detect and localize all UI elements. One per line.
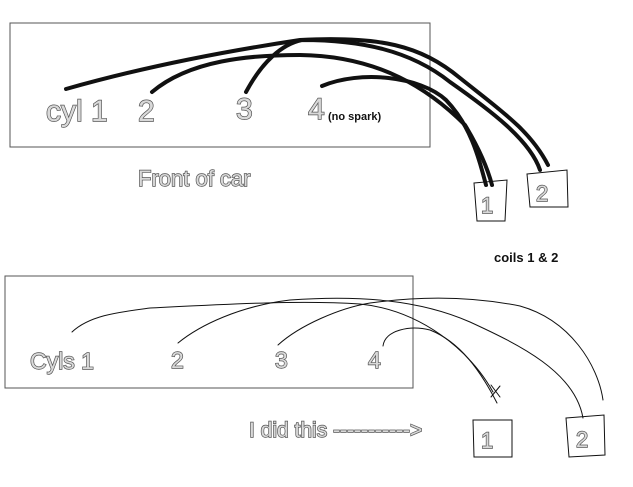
top-cyl3-label: 3 — [236, 93, 253, 126]
bottom-wire-cyl2 — [177, 297, 584, 419]
top-diagram: cyl 1 2 3 4 (no spark) Front of car 1 2 … — [9, 22, 569, 265]
top-cyl2-label: 2 — [138, 95, 155, 128]
bottom-wire-cyl4 — [382, 327, 498, 404]
top-wire-cyl2 — [150, 53, 494, 187]
top-cyl1-label: cyl 1 — [46, 95, 108, 128]
bottom-cyl4-label: 4 — [368, 347, 381, 373]
top-cyl4-label: 4 — [308, 93, 325, 126]
bottom-engine-box — [4, 275, 414, 389]
bottom-coil-2: 2 — [565, 414, 606, 458]
bottom-cyl2-label: 2 — [171, 347, 184, 373]
top-coil-1: 1 — [473, 179, 508, 222]
top-wire-cyl3 — [244, 38, 542, 172]
top-coil-1-label: 1 — [481, 193, 493, 218]
bottom-cyl1-label: Cyls 1 — [30, 348, 94, 374]
top-engine-box — [9, 22, 431, 148]
i-did-this-label: I did this -----------> — [249, 419, 422, 442]
no-spark-note: (no spark) — [328, 111, 382, 123]
top-wire-cyl4 — [320, 75, 488, 187]
bottom-wires — [71, 297, 604, 419]
bottom-cyl3-label: 3 — [275, 347, 288, 373]
bottom-coil-2-label: 2 — [576, 427, 588, 452]
bottom-wire-cyl3 — [277, 297, 604, 401]
top-coil-2: 2 — [526, 169, 569, 208]
coils-label: coils 1 & 2 — [494, 250, 558, 265]
top-coil-2-label: 2 — [536, 181, 548, 206]
bottom-coil-1-label: 1 — [481, 428, 493, 453]
bottom-diagram: Cyls 1 2 3 4 I did this -----------> 1 2 — [4, 275, 606, 458]
top-wire-cyl1 — [64, 37, 550, 167]
front-of-car-caption: Front of car — [138, 166, 250, 191]
bottom-wire-marker — [490, 384, 501, 398]
top-wires — [64, 37, 550, 187]
bottom-coil-1: 1 — [472, 419, 513, 458]
